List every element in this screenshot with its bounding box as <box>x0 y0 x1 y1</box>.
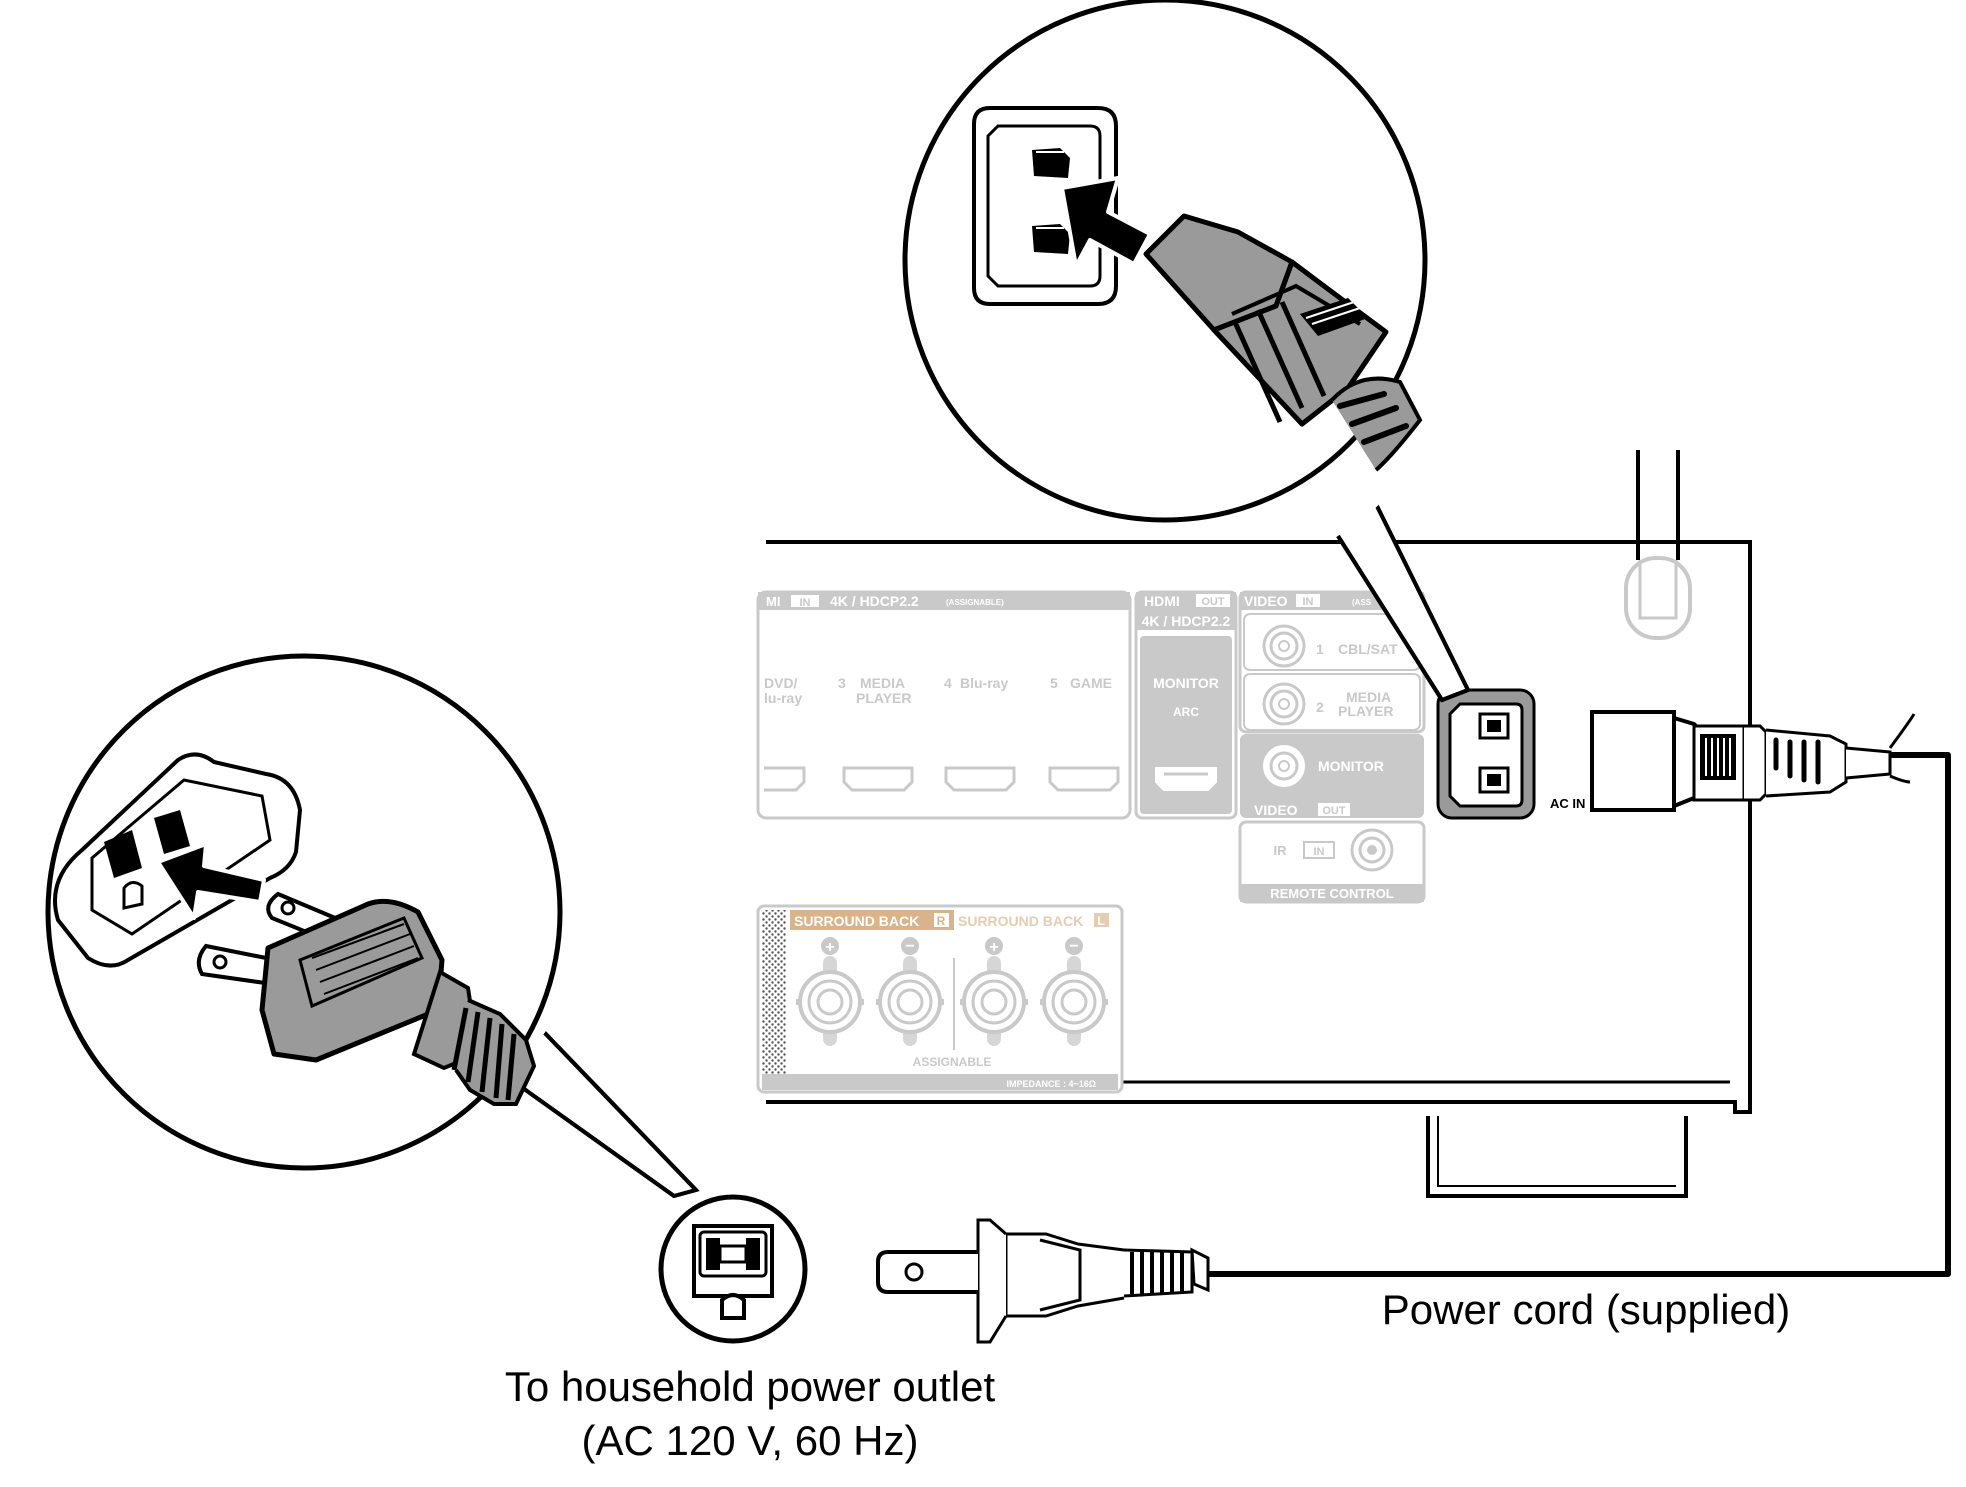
hdmi-in-tag: IN <box>800 597 811 609</box>
iec-connector <box>1590 710 1916 812</box>
outlet-caption-line-1: To household power outlet <box>504 1363 996 1410</box>
video-in-2-label-a: MEDIA <box>1346 689 1391 705</box>
hdmi-in-5-number: 5 <box>1050 675 1058 691</box>
hdmi-in-port-1 <box>764 766 806 792</box>
video-in-2-number: 2 <box>1316 699 1324 715</box>
speaker-terminals: + − + <box>796 937 1108 1046</box>
terminal-r-minus: − <box>876 937 944 1046</box>
terminal-l-plus-sign: + <box>989 939 998 956</box>
surround-back-l-label: SURROUND BACK <box>958 913 1083 929</box>
remote-control-label: REMOTE CONTROL <box>1270 886 1394 901</box>
surround-back-r-tag: R <box>937 914 946 928</box>
video-out-header: VIDEO <box>1254 802 1298 818</box>
terminal-l-minus: − <box>1040 937 1108 1046</box>
terminal-l-minus-sign: − <box>1069 938 1078 955</box>
hdmi-in-5-label: GAME <box>1070 675 1112 691</box>
hdmi-out-monitor-label: MONITOR <box>1153 675 1219 691</box>
outlet-caption-line-2: (AC 120 V, 60 Hz) <box>581 1417 919 1464</box>
hdmi-in-header-a: MI <box>766 594 780 609</box>
hdmi-out-block: HDMI OUT 4K / HDCP2.2 MONITOR ARC <box>1134 590 1238 820</box>
hdmi-in-3-number: 3 <box>838 675 846 691</box>
hdmi-in-4-label: Blu-ray <box>960 675 1008 691</box>
video-out-monitor-label: MONITOR <box>1318 758 1384 774</box>
terminal-r-plus: + <box>796 937 864 1046</box>
hdmi-in-port-4 <box>944 766 1016 792</box>
video-in-1-label: CBL/SAT <box>1338 641 1398 657</box>
surround-back-block: SURROUND BACK R SURROUND BACK L + − <box>756 904 1124 1094</box>
hdmi-in-3-label-a: MEDIA <box>860 675 905 691</box>
insert-arrow-icon <box>1060 176 1152 268</box>
ir-tag: IN <box>1314 846 1325 858</box>
assignable-label: ASSIGNABLE <box>913 1055 992 1069</box>
impedance-label: IMPEDANCE : 4~16Ω <box>1007 1079 1097 1089</box>
hdmi-out-tag: OUT <box>1201 596 1225 608</box>
video-in-2-label-b: PLAYER <box>1338 703 1394 719</box>
hdmi-in-assignable: (ASSIGNABLE) <box>946 598 1004 607</box>
ir-label: IR <box>1274 843 1288 858</box>
iec-plug-large <box>1143 213 1423 472</box>
hdmi-in-4-number: 4 <box>944 675 952 691</box>
hatch-area <box>762 910 786 1078</box>
video-in-1-number: 1 <box>1316 641 1324 657</box>
video-in-header: VIDEO <box>1244 593 1288 609</box>
video-in-assignable: (ASS <box>1352 598 1372 607</box>
hdmi-out-port <box>1155 767 1217 791</box>
hdmi-out-arc-label: ARC <box>1173 705 1199 719</box>
hdmi-in-1-label-a: DVD/ <box>764 675 798 691</box>
hdmi-in-port-3 <box>842 766 914 792</box>
hdmi-in-ports <box>764 766 1120 792</box>
ac-in-inlet: AC IN <box>1436 688 1585 820</box>
terminal-r-plus-sign: + <box>825 939 834 956</box>
receiver-foot <box>1426 1116 1688 1198</box>
power-cord-caption: Power cord (supplied) <box>1381 1286 1791 1333</box>
hdmi-in-3-label-b: PLAYER <box>856 690 912 706</box>
hdmi-in-block: MI IN 4K / HDCP2.2 (ASSIGNABLE) DVD/ lu-… <box>756 590 1132 820</box>
terminal-l-plus: + <box>960 937 1028 1046</box>
antenna <box>1624 450 1692 640</box>
power-cord <box>1204 752 1951 1277</box>
hdmi-out-header: HDMI <box>1144 593 1180 609</box>
zoom-wall-outlet <box>45 653 700 1199</box>
surround-back-r-label: SURROUND BACK <box>794 913 919 929</box>
hdmi-in-1-label-b: lu-ray <box>764 690 802 706</box>
surround-back-l-tag: L <box>1097 914 1104 928</box>
terminal-r-minus-sign: − <box>905 938 914 955</box>
remote-control-block: IR IN REMOTE CONTROL <box>1238 820 1426 904</box>
zoom-ac-inlet <box>902 0 1471 703</box>
cord-plug <box>876 1218 1210 1344</box>
video-in-tag: IN <box>1303 596 1314 608</box>
wall-outlet <box>658 1194 808 1344</box>
hdmi-out-sub: 4K / HDCP2.2 <box>1142 613 1231 629</box>
plug-in-arrow-icon <box>156 842 266 920</box>
video-out-tag: OUT <box>1322 805 1346 817</box>
ac-in-label: AC IN <box>1550 796 1585 811</box>
hdmi-in-header-b: 4K / HDCP2.2 <box>830 593 919 609</box>
hdmi-in-port-5 <box>1048 766 1120 792</box>
